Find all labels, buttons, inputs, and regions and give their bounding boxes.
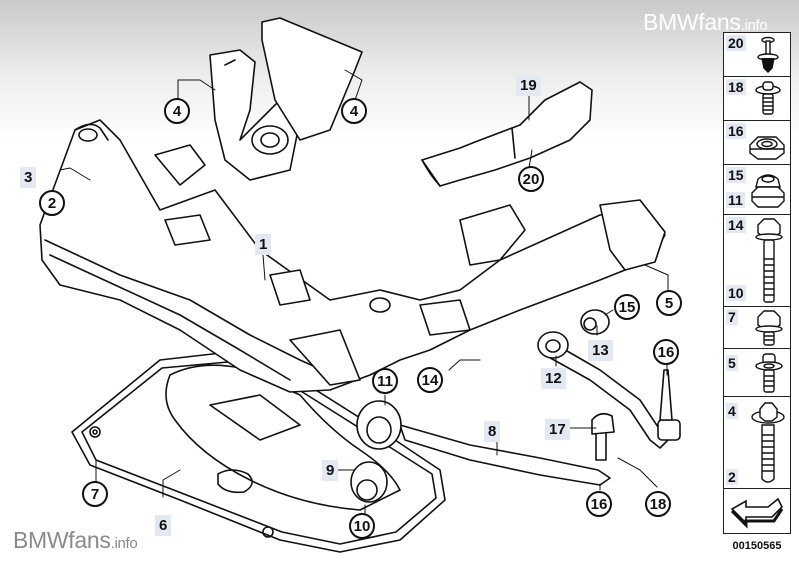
watermark-bottom: BMWfans.info bbox=[13, 527, 138, 554]
callout-number: 14 bbox=[421, 371, 439, 389]
callout-number: 10 bbox=[353, 517, 371, 535]
callout-9[interactable]: 9 bbox=[322, 460, 339, 481]
callout-17[interactable]: 17 bbox=[545, 419, 570, 440]
legend-item-4-2[interactable]: 4 2 bbox=[724, 397, 790, 489]
legend-label: 2 bbox=[726, 469, 738, 485]
legend-label: 16 bbox=[726, 123, 746, 139]
legend-item-14-10[interactable]: 14 10 bbox=[724, 215, 790, 307]
callout-7[interactable]: 7 bbox=[82, 481, 108, 507]
callout-number: 20 bbox=[522, 170, 540, 188]
legend-item-16[interactable]: 16 bbox=[724, 121, 790, 165]
callout-number: 12 bbox=[545, 370, 562, 387]
callout-number: 6 bbox=[159, 517, 168, 534]
callout-19[interactable]: 19 bbox=[516, 75, 541, 96]
washer-screw-icon bbox=[755, 353, 783, 393]
callout-number: 17 bbox=[549, 421, 566, 438]
callout-number: 8 bbox=[488, 423, 497, 440]
document-number: 00150565 bbox=[732, 540, 782, 552]
legend-label: 10 bbox=[726, 285, 746, 301]
legend-label: 4 bbox=[726, 403, 738, 419]
callout-12[interactable]: 12 bbox=[541, 368, 566, 389]
legend-label: 18 bbox=[726, 79, 746, 95]
direction-arrow-icon bbox=[730, 497, 784, 529]
fastener-legend: 20 18 16 15 11 bbox=[723, 32, 791, 534]
callout-3[interactable]: 3 bbox=[20, 167, 37, 188]
legend-label: 11 bbox=[726, 192, 745, 208]
callout-number: 15 bbox=[618, 298, 636, 316]
legend-item-20[interactable]: 20 bbox=[724, 33, 790, 77]
callout-13[interactable]: 13 bbox=[588, 340, 613, 361]
tension-strut bbox=[537, 309, 681, 449]
front-axle-subframe bbox=[39, 119, 666, 393]
watermark-brand: BMWfans bbox=[643, 9, 741, 35]
leader-lines bbox=[59, 69, 669, 516]
callout-number: 2 bbox=[47, 194, 57, 212]
short-hex-bolt-icon bbox=[755, 310, 783, 346]
callout-16-upper[interactable]: 16 bbox=[653, 339, 679, 365]
callout-16-lower[interactable]: 16 bbox=[586, 491, 612, 517]
self-locking-nut-icon bbox=[751, 174, 785, 208]
legend-item-15-11[interactable]: 15 11 bbox=[724, 165, 790, 215]
callout-number: 19 bbox=[520, 77, 537, 94]
callout-number: 4 bbox=[172, 102, 182, 120]
legend-label: 20 bbox=[726, 35, 746, 51]
flange-bolt-icon bbox=[751, 402, 785, 483]
hex-nut-icon bbox=[749, 136, 785, 160]
callout-number: 5 bbox=[664, 294, 674, 312]
heat-shield bbox=[421, 81, 593, 187]
callout-number: 16 bbox=[657, 343, 675, 361]
callout-4-right[interactable]: 4 bbox=[341, 98, 367, 124]
callout-number: 9 bbox=[326, 462, 335, 479]
watermark-suffix: .info bbox=[740, 17, 768, 34]
callout-20[interactable]: 20 bbox=[518, 166, 544, 192]
callout-2[interactable]: 2 bbox=[39, 190, 65, 216]
watermark-suffix: .info bbox=[110, 535, 138, 552]
legend-label: 15 bbox=[726, 167, 746, 183]
legend-label: 5 bbox=[726, 355, 738, 371]
legend-label: 14 bbox=[726, 217, 746, 233]
callout-number: 1 bbox=[259, 236, 268, 253]
callout-11[interactable]: 11 bbox=[372, 368, 398, 394]
legend-item-5[interactable]: 5 bbox=[724, 349, 790, 397]
collar-screw-icon bbox=[755, 81, 781, 115]
legend-label: 7 bbox=[726, 309, 738, 325]
legend-item-7[interactable]: 7 bbox=[724, 307, 790, 349]
callout-10[interactable]: 10 bbox=[349, 513, 375, 539]
long-hex-bolt-icon bbox=[755, 218, 783, 303]
callout-4-left[interactable]: 4 bbox=[164, 98, 190, 124]
callout-number: 13 bbox=[592, 342, 609, 359]
callout-number: 18 bbox=[649, 495, 667, 513]
callout-15[interactable]: 15 bbox=[614, 294, 640, 320]
watermark-brand: BMWfans bbox=[13, 527, 111, 553]
callout-14[interactable]: 14 bbox=[417, 367, 443, 393]
expanding-rivet-icon bbox=[757, 36, 779, 73]
watermark-top: BMWfans.info bbox=[643, 9, 768, 36]
engine-mount-bracket bbox=[209, 17, 363, 181]
callout-6[interactable]: 6 bbox=[155, 515, 172, 536]
callout-5[interactable]: 5 bbox=[656, 290, 682, 316]
callout-18[interactable]: 18 bbox=[645, 491, 671, 517]
callout-1[interactable]: 1 bbox=[255, 234, 272, 255]
legend-item-18[interactable]: 18 bbox=[724, 77, 790, 121]
callout-number: 11 bbox=[377, 372, 393, 390]
callout-number: 16 bbox=[590, 495, 608, 513]
callout-number: 7 bbox=[90, 485, 100, 503]
callout-8[interactable]: 8 bbox=[484, 421, 501, 442]
callout-number: 3 bbox=[24, 169, 33, 186]
callout-number: 4 bbox=[349, 102, 359, 120]
wishbone-arm bbox=[350, 400, 615, 503]
legend-item-direction bbox=[724, 489, 790, 533]
